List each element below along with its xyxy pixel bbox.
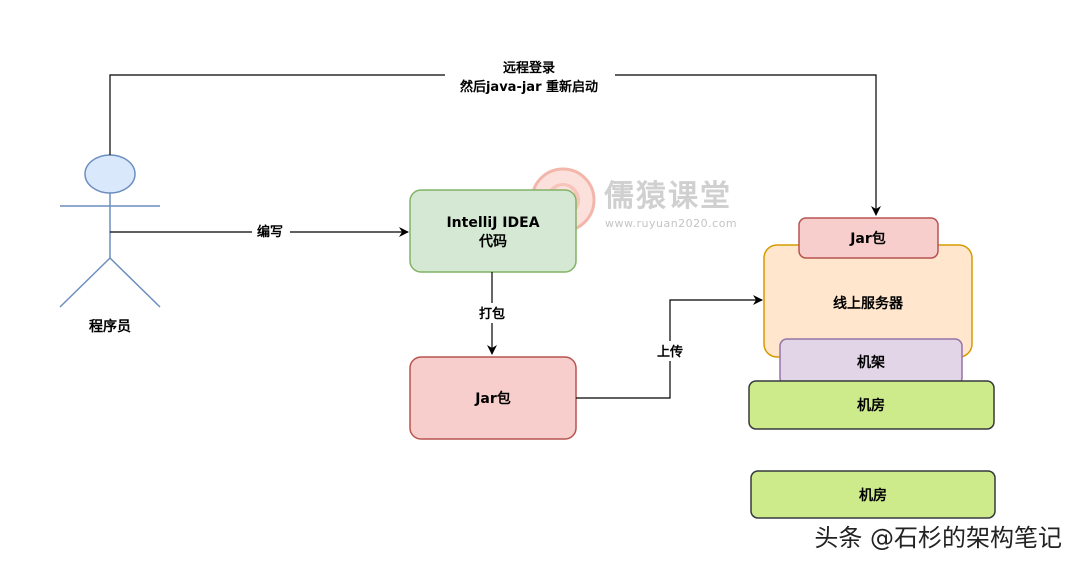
actor-left-leg [59,257,111,308]
actor-right-leg [109,257,161,308]
node-intellij-idea-line1: IntelliJ IDEA [446,215,539,231]
watermark-title: 儒猿课堂 [604,179,732,214]
edge-upload-label: 上传 [657,344,683,360]
node-machine-room-1-label: 机房 [857,397,885,414]
node-machine-room-2 [750,470,996,519]
edge-remote-label-line1: 远程登录 [503,60,555,76]
edge-remote-label-line2: 然后java-jar 重新启动 [460,79,598,95]
node-intellij-idea [409,189,577,273]
node-machine-room-1 [748,380,995,430]
node-rack-label: 机架 [857,354,885,371]
edge-upload-label-bg [652,341,688,361]
edge-remote-label-bg [445,56,615,96]
edge-write-label-bg [252,222,290,240]
node-jar-local-label: Jar包 [474,390,511,407]
node-online-server-label: 线上服务器 [833,295,904,312]
node-jar-server-label: Jar包 [849,230,886,247]
footer-credit: 头条 @石杉的架构笔记 [814,524,1062,552]
node-machine-room-2-label: 机房 [859,487,887,504]
watermark-url: www.ruyuan2020.com [605,217,737,230]
edge-write-label: 编写 [257,224,283,240]
actor-label: 程序员 [89,318,131,335]
actor-head [84,154,136,194]
node-intellij-idea-line2: 代码 [478,233,507,250]
edge-package-label: 打包 [479,306,505,322]
node-jar-server [798,217,939,259]
edge-package-label-bg [474,303,510,323]
programmer-actor [59,154,161,308]
